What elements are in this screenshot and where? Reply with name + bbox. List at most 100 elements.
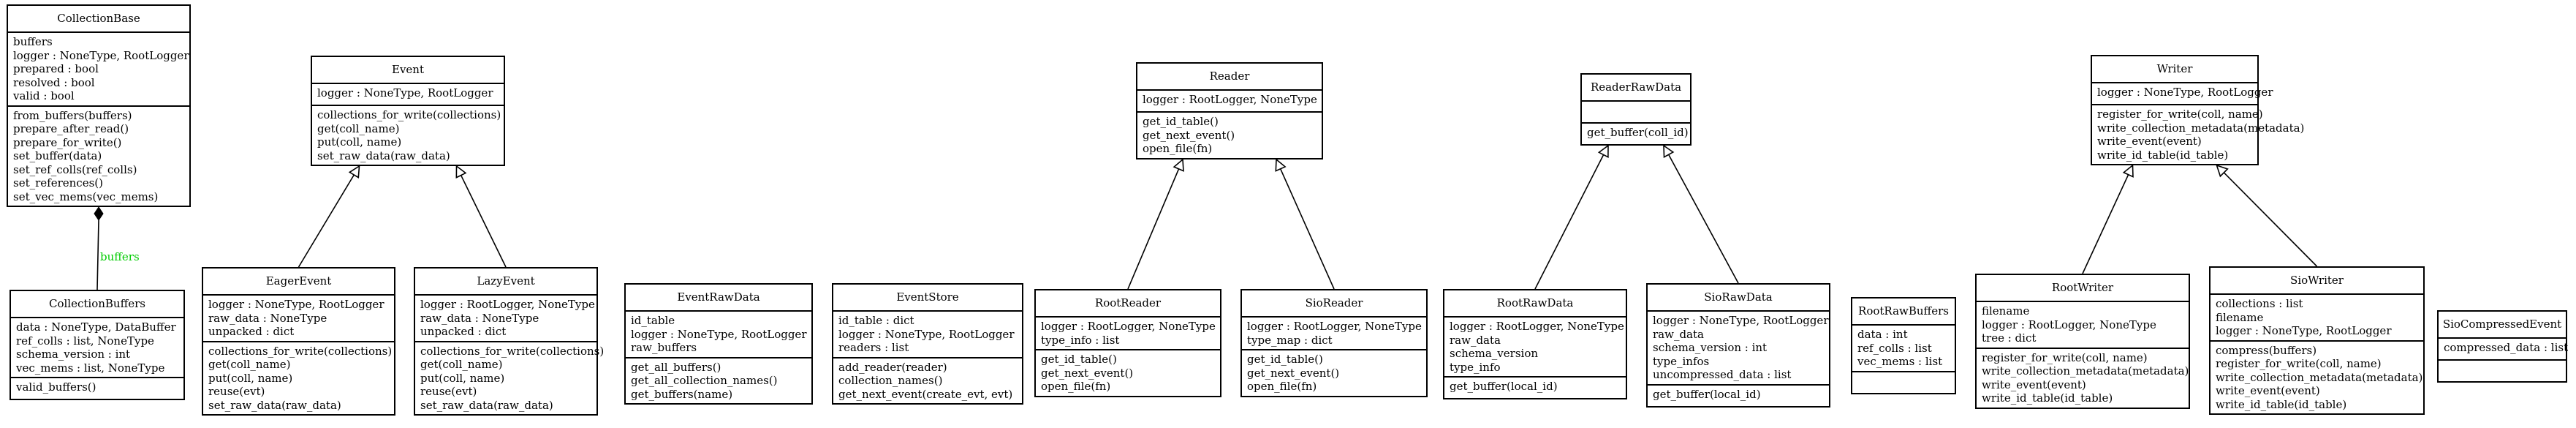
methods-section: get_id_table()get_next_event()open_file(… [1242,349,1426,396]
class-name: SioReader [1305,296,1363,309]
methods-section: get_id_table()get_next_event()open_file(… [1036,349,1220,396]
method: write_id_table(id_table) [1982,391,2113,405]
attribute: prepared : bool [13,62,99,76]
method: get(coll_name) [420,358,503,372]
attribute: raw_data : NoneType [208,311,327,325]
methods-section: collections_for_write(collections)get(co… [415,340,604,415]
method: write_collection_metadata(metadata) [2216,370,2423,384]
attribute: type_map : dict [1247,333,1333,347]
attribute: vec_mems : list, NoneType [16,361,165,375]
attribute: ref_colls : list [1857,341,1932,355]
attribute: logger : RootLogger, NoneType [420,298,595,312]
attribute: logger : RootLogger, NoneType [1247,320,1422,334]
class-name: EventRawData [677,290,760,304]
method: get_all_collection_names() [631,374,778,388]
attribute: logger : NoneType, RootLogger [2216,324,2392,338]
attribute: unpacked : dict [208,325,295,339]
method: open_file(fn) [1143,142,1213,156]
class-name: ReaderRawData [1590,80,1682,94]
attribute: type_info [1450,360,1501,374]
class-name: SioRawData [1704,290,1773,304]
attribute: type_info : list [1041,333,1120,347]
class-name: CollectionBase [57,12,140,25]
method: write_id_table(id_table) [2216,397,2347,411]
attributes-section: logger : RootLogger, NoneType [1137,89,1322,111]
class-name: RootRawBuffers [1858,304,1949,318]
attribute: ref_colls : list, NoneType [16,334,154,348]
class-name: RootWriter [2051,281,2114,294]
method: write_collection_metadata(metadata) [1982,364,2189,378]
method: get(coll_name) [317,121,400,135]
method: set_raw_data(raw_data) [317,149,450,162]
attribute: readers : list [838,341,909,355]
method: set_references() [13,176,103,190]
attribute: raw_data [1653,327,1704,341]
attribute: logger : NoneType, RootLogger [317,86,493,100]
attribute: schema_version [1450,347,1539,361]
method: get(coll_name) [208,358,291,372]
class-name: LazyEvent [477,274,535,288]
attribute: logger : NoneType, RootLogger [208,298,384,312]
method: collections_for_write(collections) [208,344,393,358]
attribute: logger : RootLogger, NoneType [1143,93,1317,107]
attribute: compressed_data : list [2444,341,2569,355]
class-name: Reader [1209,70,1250,83]
attribute: raw_buffers [631,341,697,355]
method: register_for_write(coll, name) [1982,350,2148,364]
attribute: unpacked : dict [420,325,507,339]
composition-edge-collectionbuffers-to-collectionbase [94,206,104,290]
method: write_event(event) [1982,378,2086,391]
inheritance-edge-eagerevent-to-event [298,165,360,268]
method: get_next_event() [1247,366,1340,380]
method: set_raw_data(raw_data) [420,398,553,412]
method: collection_names() [838,374,943,388]
method: register_for_write(coll, name) [2097,108,2263,121]
method: set_raw_data(raw_data) [208,398,341,412]
method: open_file(fn) [1041,380,1111,394]
method: put(coll, name) [208,371,293,385]
attribute: logger : NoneType, RootLogger [838,327,1015,341]
attribute: type_infos [1653,354,1710,368]
attribute: tree : dict [1982,331,2037,345]
method: register_for_write(coll, name) [2216,357,2382,371]
class-name: Writer [2156,62,2193,75]
attribute: vec_mems : list [1857,355,1943,369]
method: collections_for_write(collections) [317,108,501,122]
attribute: id_table [631,314,675,328]
methods-section: add_reader(reader)collection_names()get_… [833,356,1022,404]
method: write_id_table(id_table) [2097,148,2229,162]
attribute: filename [1982,304,2030,318]
attribute: logger : RootLogger, NoneType [1450,320,1624,334]
method: add_reader(reader) [838,360,947,374]
attribute: filename [2216,310,2264,324]
attributes-section [1582,100,1690,122]
methods-section: register_for_write(coll, name)write_coll… [1977,347,2189,408]
method: get_next_event() [1143,128,1235,142]
attribute: logger : RootLogger, NoneType [1041,320,1216,334]
inheritance-edge-siowriter-to-writer [2216,164,2318,267]
method: write_collection_metadata(metadata) [2097,121,2305,135]
method: compress(buffers) [2216,343,2317,357]
methods-section: valid_buffers() [11,377,183,399]
method: put(coll, name) [420,371,505,385]
attribute: buffers [13,35,53,49]
method: open_file(fn) [1247,380,1317,394]
method: from_buffers(buffers) [13,108,132,122]
class-name: EagerEvent [265,274,332,288]
method: get_buffer(local_id) [1450,380,1558,394]
